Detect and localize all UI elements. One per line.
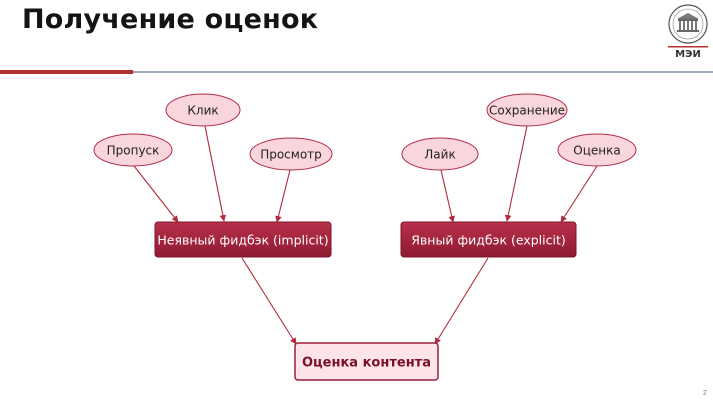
source-node-view: Просмотр bbox=[249, 137, 333, 171]
source-label-save: Сохранение bbox=[489, 104, 565, 118]
result-label: Оценка контента bbox=[302, 356, 431, 371]
arrow-save-to-explicit bbox=[504, 125, 528, 222]
connectors bbox=[133, 125, 598, 345]
slide-number: 2 bbox=[703, 390, 707, 397]
slide-title: Получение оценок bbox=[22, 4, 319, 35]
logo-text: МЭИ bbox=[675, 49, 701, 60]
group-label-explicit: Явный фидбэк (explicit) bbox=[411, 233, 566, 248]
arrow-like-to-explicit bbox=[440, 169, 455, 223]
arrow-implicit-to-result bbox=[241, 257, 297, 345]
source-label-click: Клик bbox=[187, 104, 218, 118]
arrow-skip-to-implicit bbox=[133, 165, 179, 223]
group-node-explicit: Явный фидбэк (explicit) bbox=[400, 221, 577, 258]
university-logo: МЭИ bbox=[668, 4, 708, 60]
source-node-like: Лайк bbox=[401, 137, 479, 171]
group-node-implicit: Неявный фидбэк (implicit) bbox=[154, 221, 332, 258]
source-label-rating: Оценка bbox=[573, 144, 620, 158]
source-node-save: Сохранение bbox=[486, 93, 568, 127]
source-node-rating: Оценка bbox=[557, 133, 637, 167]
arrow-rating-to-explicit bbox=[560, 165, 598, 223]
arrow-click-to-implicit bbox=[204, 125, 227, 222]
source-node-skip: Пропуск bbox=[93, 133, 173, 167]
source-node-click: Клик bbox=[165, 93, 241, 127]
title-divider-accent bbox=[0, 70, 133, 74]
result-node: Оценка контента bbox=[294, 342, 439, 381]
arrow-view-to-implicit bbox=[275, 169, 291, 223]
arrow-explicit-to-result bbox=[434, 257, 489, 345]
title-divider-line bbox=[133, 71, 713, 73]
source-label-view: Просмотр bbox=[260, 148, 322, 162]
source-label-like: Лайк bbox=[424, 148, 455, 162]
source-label-skip: Пропуск bbox=[107, 144, 160, 158]
group-label-implicit: Неявный фидбэк (implicit) bbox=[157, 233, 328, 248]
